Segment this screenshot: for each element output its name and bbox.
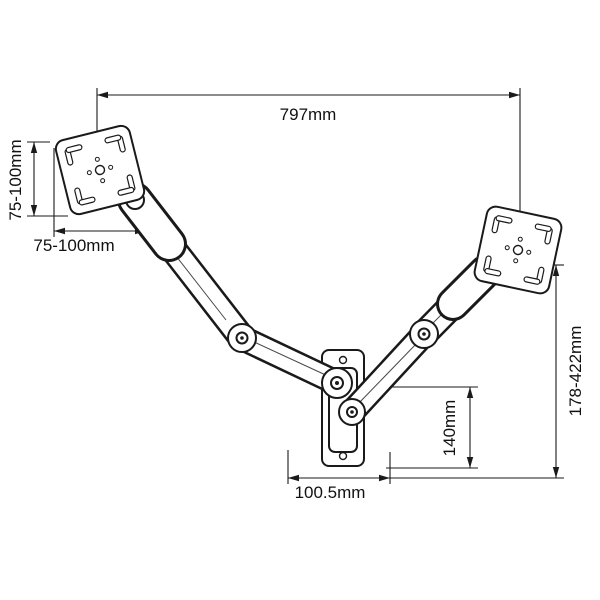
dim-bracket-height <box>370 386 478 469</box>
joint-bracket-lower <box>338 398 366 426</box>
dim-label-base-depth: 100.5mm <box>295 483 366 502</box>
dim-height-range <box>390 264 564 479</box>
joint-bracket-upper <box>321 367 353 399</box>
dim-base-depth <box>287 450 391 484</box>
joint-elbow-right <box>409 319 439 349</box>
dim-vesa-height <box>27 141 68 217</box>
joint-elbow-left <box>227 323 257 353</box>
vesa-plate-left <box>54 124 146 216</box>
dim-label-overall-width: 797mm <box>280 105 337 124</box>
dim-label-vesa-width: 75-100mm <box>33 236 114 255</box>
arm-left <box>117 182 350 396</box>
dim-label-vesa-height: 75-100mm <box>6 139 25 220</box>
dim-label-bracket-height: 140mm <box>440 400 459 457</box>
dim-overall-width <box>96 88 521 211</box>
vesa-plate-right <box>473 205 563 295</box>
dim-label-height-range: 178-422mm <box>566 326 585 417</box>
